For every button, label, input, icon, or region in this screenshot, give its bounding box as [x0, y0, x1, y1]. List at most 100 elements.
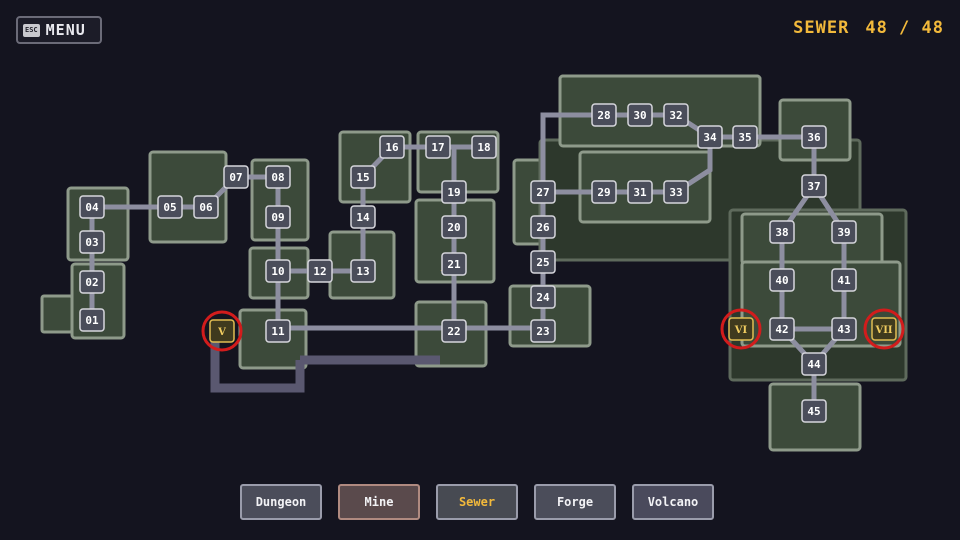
room-number: 25: [536, 256, 549, 269]
room-number: 34: [703, 131, 717, 144]
room-number: 20: [447, 221, 460, 234]
room-node-36[interactable]: 36: [801, 125, 827, 149]
room-number: 03: [85, 236, 98, 249]
room-number: 12: [313, 265, 326, 278]
room-node-26[interactable]: 26: [530, 215, 556, 239]
room-number: 45: [807, 405, 820, 418]
room-number: 41: [837, 274, 851, 287]
room-node-11[interactable]: 11: [265, 319, 291, 343]
room-node-18[interactable]: 18: [471, 135, 497, 159]
room-number: 22: [447, 325, 460, 338]
gate-label: V: [217, 327, 226, 338]
gate-label: VII: [874, 325, 892, 336]
gate-nodes: V VI VII: [201, 308, 905, 352]
room-node-23[interactable]: 23: [530, 319, 556, 343]
menu-label: MENU: [45, 21, 86, 39]
room-node-04[interactable]: 04: [79, 195, 105, 219]
room-node-30[interactable]: 30: [627, 103, 653, 127]
room-node-07[interactable]: 07: [223, 165, 249, 189]
room-number: 13: [356, 265, 369, 278]
room-number: 01: [85, 314, 99, 327]
room-node-21[interactable]: 21: [441, 252, 467, 276]
room-node-31[interactable]: 31: [627, 180, 653, 204]
room-number: 06: [199, 201, 213, 214]
room-number: 04: [85, 201, 99, 214]
area-tabs: Dungeon Mine Sewer Forge Volcano: [240, 484, 714, 520]
room-number: 27: [536, 186, 549, 199]
room-number: 24: [536, 291, 550, 304]
room-node-13[interactable]: 13: [350, 259, 376, 283]
room-node-37[interactable]: 37: [801, 174, 827, 198]
room-node-09[interactable]: 09: [265, 205, 291, 229]
room-node-03[interactable]: 03: [79, 230, 105, 254]
room-node-25[interactable]: 25: [530, 250, 556, 274]
room-node-17[interactable]: 17: [425, 135, 451, 159]
room-number: 14: [356, 211, 370, 224]
room-number: 26: [536, 221, 550, 234]
room-node-22[interactable]: 22: [441, 319, 467, 343]
room-number: 38: [775, 226, 788, 239]
room-node-02[interactable]: 02: [79, 270, 105, 294]
room-node-40[interactable]: 40: [769, 268, 795, 292]
room-node-44[interactable]: 44: [801, 352, 827, 376]
room-node-08[interactable]: 08: [265, 165, 291, 189]
room-node-34[interactable]: 34: [697, 125, 723, 149]
gate-highlight-ring: [201, 310, 243, 352]
gate-label: VI: [734, 325, 748, 336]
room-node-43[interactable]: 43: [831, 317, 857, 341]
room-number: 28: [597, 109, 610, 122]
room-number: 21: [447, 258, 461, 271]
room-node-38[interactable]: 38: [769, 220, 795, 244]
room-node-33[interactable]: 33: [663, 180, 689, 204]
gate-node-VI[interactable]: VI: [720, 308, 762, 350]
tab-volcano[interactable]: Volcano: [632, 484, 714, 520]
gate-highlight-ring: [720, 308, 762, 350]
tab-forge[interactable]: Forge: [534, 484, 616, 520]
room-number: 31: [633, 186, 647, 199]
room-number: 30: [633, 109, 646, 122]
gate-node-V[interactable]: V: [201, 310, 243, 352]
room-number: 40: [775, 274, 788, 287]
room-node-24[interactable]: 24: [530, 285, 556, 309]
room-node-01[interactable]: 01: [79, 308, 105, 332]
tab-sewer[interactable]: Sewer: [436, 484, 518, 520]
room-blocks: [40, 74, 908, 452]
room-number: 29: [597, 186, 610, 199]
room-number: 44: [807, 358, 821, 371]
room-number: 07: [229, 171, 242, 184]
room-node-27[interactable]: 27: [530, 180, 556, 204]
room-node-32[interactable]: 32: [663, 103, 689, 127]
room-node-15[interactable]: 15: [350, 165, 376, 189]
room-number: 17: [431, 141, 444, 154]
tab-dungeon[interactable]: Dungeon: [240, 484, 322, 520]
room-node-06[interactable]: 06: [193, 195, 219, 219]
room-node-10[interactable]: 10: [265, 259, 291, 283]
room-number: 32: [669, 109, 682, 122]
room-node-41[interactable]: 41: [831, 268, 857, 292]
room-node-45[interactable]: 45: [801, 399, 827, 423]
room-node-35[interactable]: 35: [732, 125, 758, 149]
room-number: 35: [738, 131, 751, 144]
room-node-39[interactable]: 39: [831, 220, 857, 244]
room-number: 11: [271, 325, 285, 338]
area-name: SEWER: [793, 18, 850, 38]
completion-counter: 48 / 48: [865, 18, 944, 38]
room-number: 18: [477, 141, 490, 154]
room-node-28[interactable]: 28: [591, 103, 617, 127]
room-number: 33: [669, 186, 682, 199]
room-node-12[interactable]: 12: [307, 259, 333, 283]
room-node-20[interactable]: 20: [441, 215, 467, 239]
room-node-29[interactable]: 29: [591, 180, 617, 204]
tab-mine[interactable]: Mine: [338, 484, 420, 520]
gate-node-VII[interactable]: VII: [863, 308, 905, 350]
room-number: 09: [271, 211, 284, 224]
room-node-14[interactable]: 14: [350, 205, 376, 229]
room-number: 02: [85, 276, 98, 289]
room-node-19[interactable]: 19: [441, 180, 467, 204]
room-number: 08: [271, 171, 284, 184]
room-node-42[interactable]: 42: [769, 317, 795, 341]
menu-button[interactable]: ESC MENU: [16, 16, 102, 44]
room-node-16[interactable]: 16: [379, 135, 405, 159]
room-node-05[interactable]: 05: [157, 195, 183, 219]
